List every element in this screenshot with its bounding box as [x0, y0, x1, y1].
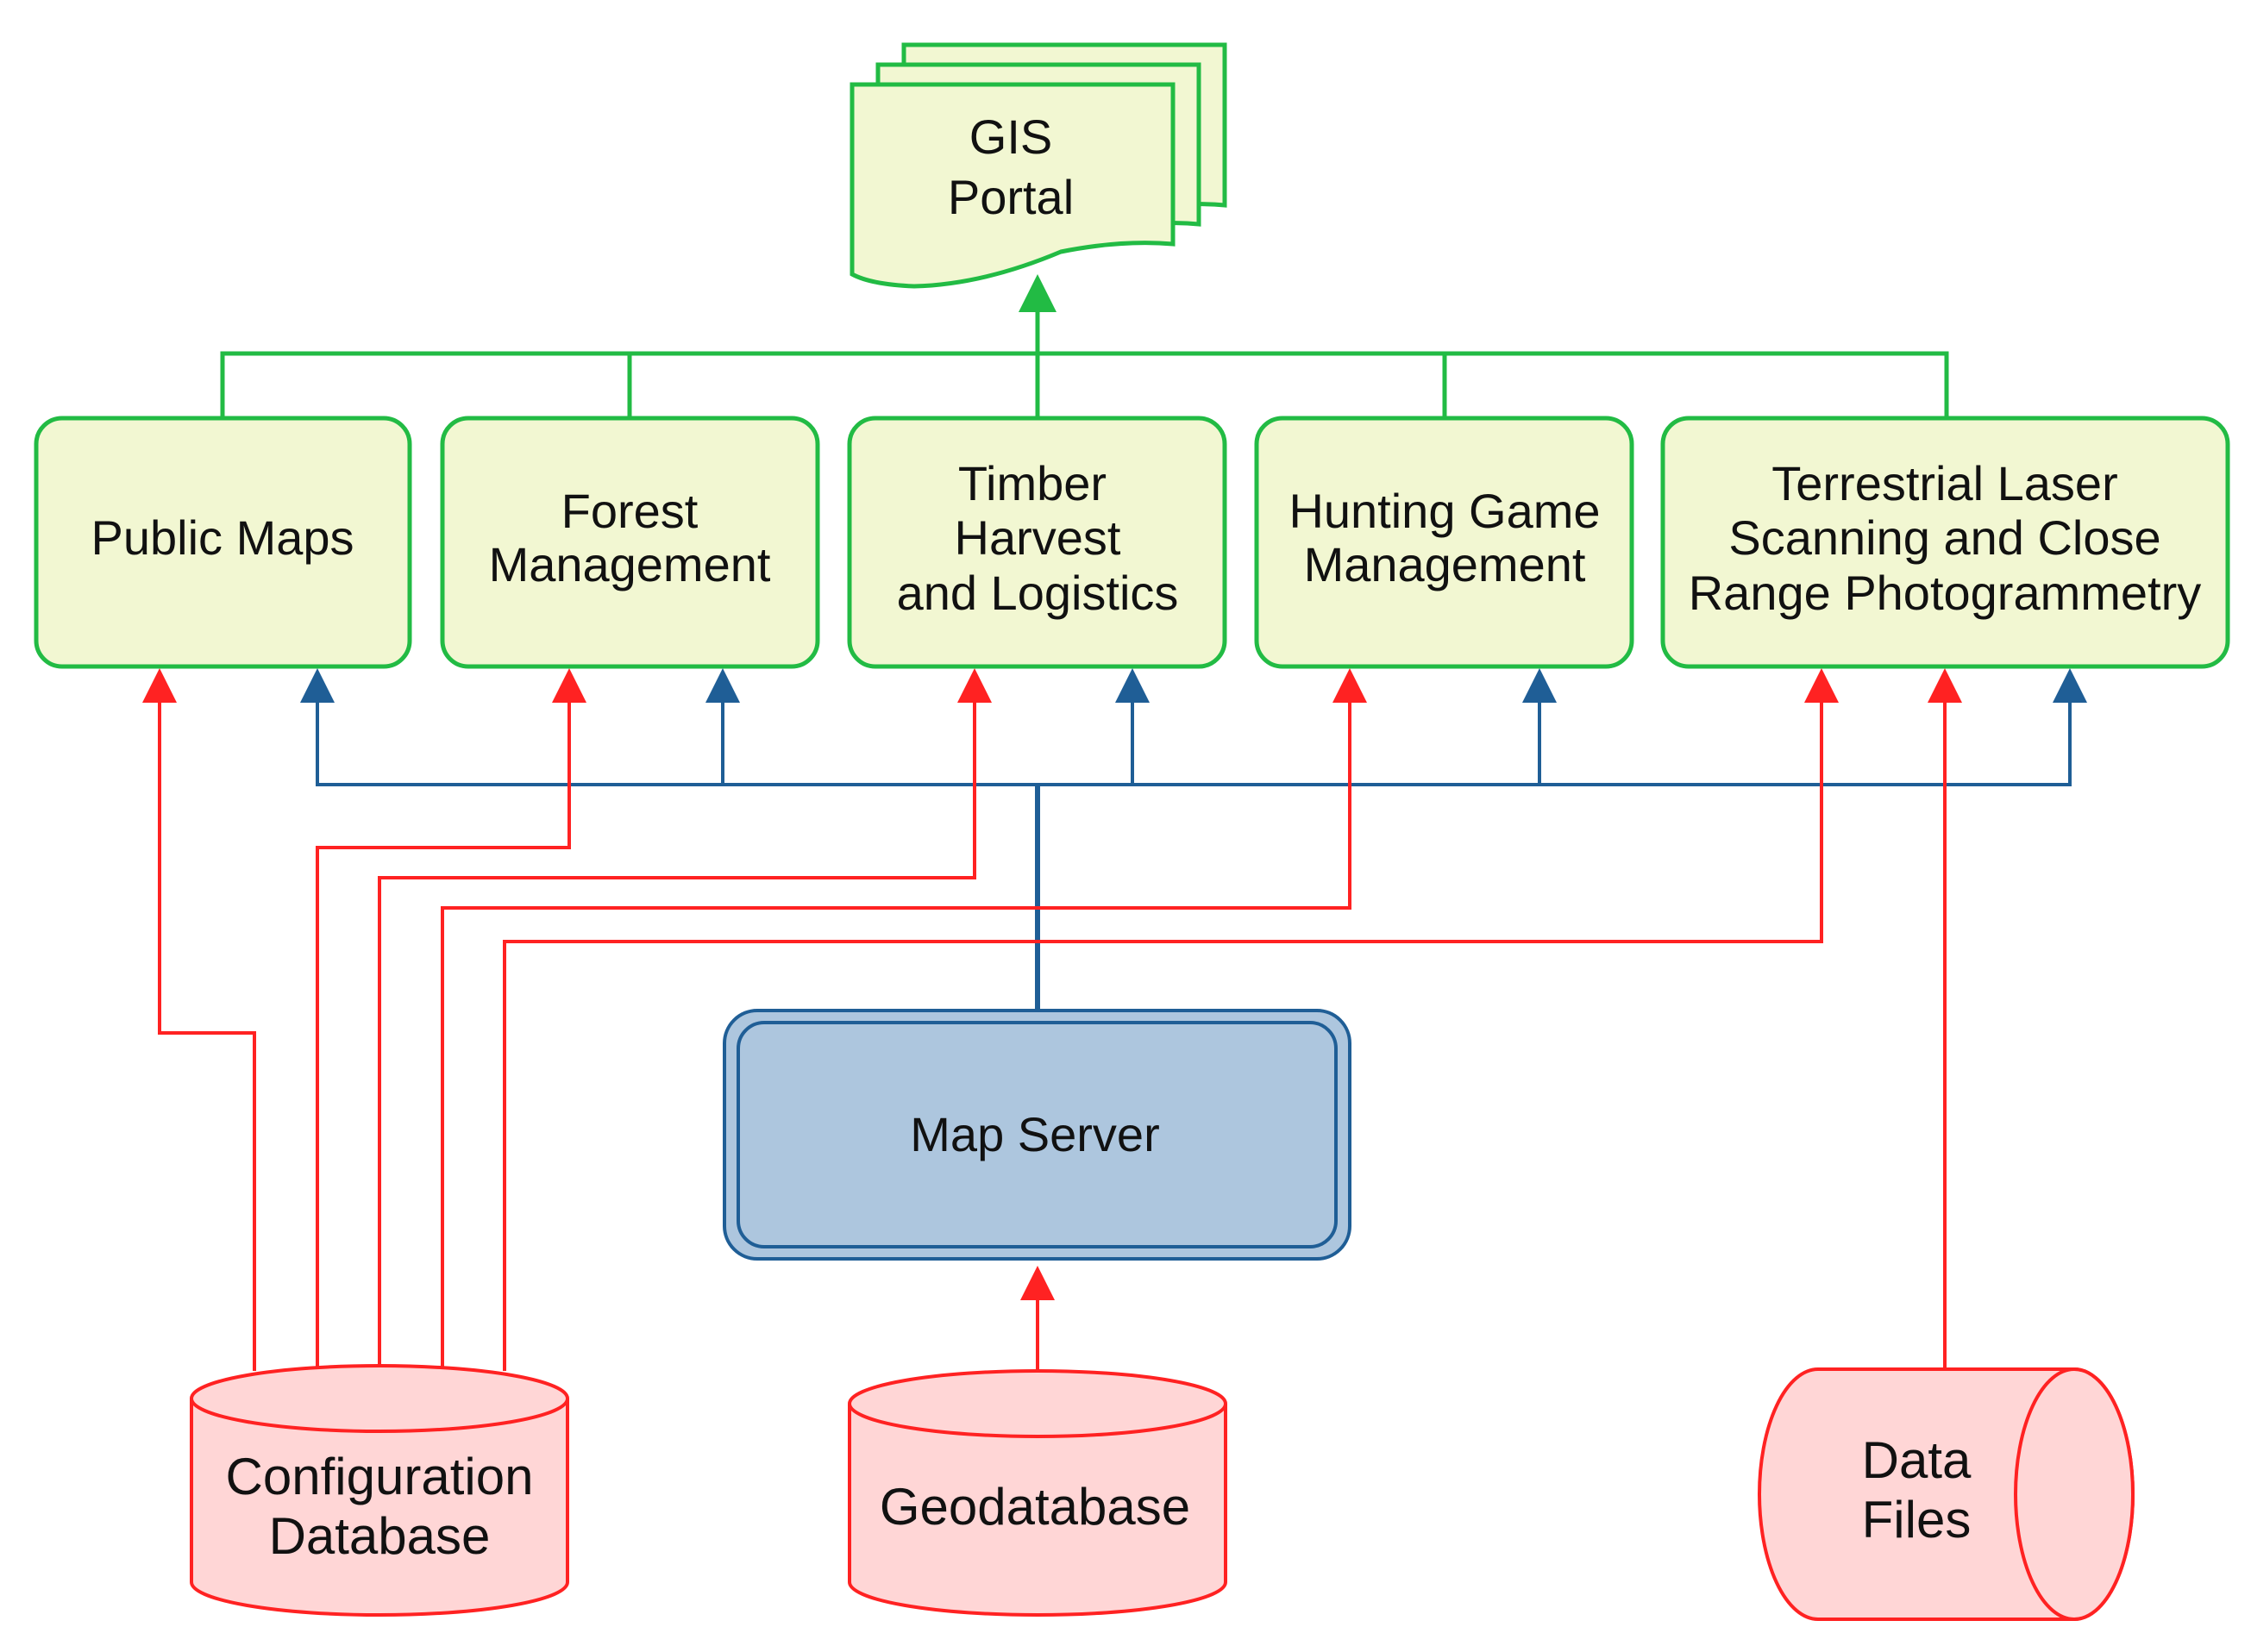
blue-arrowhead-tls	[2053, 668, 2087, 703]
geodatabase-top	[848, 1369, 1227, 1438]
public-maps-label: Public Maps	[91, 510, 354, 565]
forest-management-box	[440, 416, 820, 669]
config-db-label-line1: Configuration	[226, 1448, 534, 1505]
data-files-end-cap	[2014, 1367, 2135, 1621]
hunting-label-line1: Hunting Game	[1289, 484, 1600, 538]
timber-label-line1: Timber	[958, 456, 1107, 510]
red-line-config-to-hunting	[441, 698, 1351, 1371]
map-server-node[interactable]: Map Server	[723, 1009, 1351, 1261]
blue-arrowhead-timber	[1115, 668, 1150, 703]
map-server-inner-border	[737, 1021, 1338, 1248]
blue-connectors	[316, 698, 2072, 1009]
map-server-label: Map Server	[910, 1107, 1159, 1161]
red-arrowhead-tls-config	[1804, 668, 1839, 703]
config-db-label-line2: Database	[269, 1507, 491, 1565]
data-files-label-line2: Files	[1862, 1491, 1972, 1549]
tls-label-line1: Terrestrial Laser	[1771, 456, 2117, 510]
map-server-outer-border	[723, 1009, 1351, 1261]
blue-arrowhead-public-maps	[300, 668, 335, 703]
public-maps-box	[34, 416, 412, 669]
blue-arrowhead-hunting	[1522, 668, 1557, 703]
blue-arrowhead-forest	[705, 668, 740, 703]
timber-label-line3: and Logistics	[897, 566, 1179, 620]
portal-title-line2: Portal	[948, 170, 1074, 224]
forest-label-line1: Forest	[561, 484, 699, 538]
red-arrowhead-timber	[957, 668, 992, 703]
portal-page-front	[850, 82, 1176, 289]
forest-label-line2: Management	[489, 537, 771, 591]
module-public-maps[interactable]: Public Maps	[34, 416, 412, 669]
blue-bus-line	[316, 698, 2072, 786]
hunting-game-box	[1254, 416, 1634, 669]
module-hunting-game[interactable]: Hunting Game Management	[1254, 416, 1634, 669]
green-bus-line	[220, 351, 1949, 418]
red-line-config-to-public-maps	[158, 698, 256, 1371]
geodatabase-node[interactable]: Geodatabase	[848, 1369, 1227, 1617]
geodatabase-body	[848, 1404, 1227, 1617]
config-db-body	[190, 1399, 569, 1617]
timber-label-line2: Harvest	[955, 510, 1121, 565]
red-connectors	[158, 698, 1947, 1371]
module-terrestrial-laser[interactable]: Terrestrial Laser Scanning and Close Ran…	[1660, 416, 2230, 669]
red-line-config-to-timber	[378, 698, 976, 1371]
gis-portal-node: GIS Portal	[850, 42, 1227, 289]
terrestrial-laser-box	[1660, 416, 2230, 669]
module-timber-harvest[interactable]: Timber Harvest and Logistics	[847, 416, 1227, 669]
hunting-label-line2: Management	[1304, 537, 1586, 591]
red-arrowhead-hunting	[1332, 668, 1367, 703]
tls-label-line3: Range Photogrammetry	[1689, 566, 2202, 620]
geodatabase-label: Geodatabase	[880, 1478, 1190, 1536]
data-files-node[interactable]: Data Files	[1758, 1367, 2135, 1621]
red-arrowhead-forest	[552, 668, 586, 703]
module-forest-management[interactable]: Forest Management	[440, 416, 820, 669]
red-arrowheads	[142, 668, 1962, 1300]
timber-harvest-box	[847, 416, 1227, 669]
tls-label-line2: Scanning and Close	[1728, 510, 2160, 565]
blue-arrowheads	[300, 668, 2087, 703]
green-arrowhead-portal	[1019, 274, 1057, 312]
red-arrowhead-map-server	[1020, 1266, 1055, 1300]
config-db-top	[190, 1364, 569, 1433]
red-line-config-to-tls	[503, 698, 1823, 1371]
red-arrowhead-tls-datafiles	[1928, 668, 1962, 703]
configuration-database-node[interactable]: Configuration Database	[190, 1364, 569, 1617]
green-connectors	[220, 306, 1949, 418]
red-arrowhead-public-maps	[142, 668, 177, 703]
portal-title-line1: GIS	[969, 110, 1052, 164]
data-files-label-line1: Data	[1862, 1431, 1972, 1489]
red-line-config-to-forest	[316, 698, 571, 1371]
